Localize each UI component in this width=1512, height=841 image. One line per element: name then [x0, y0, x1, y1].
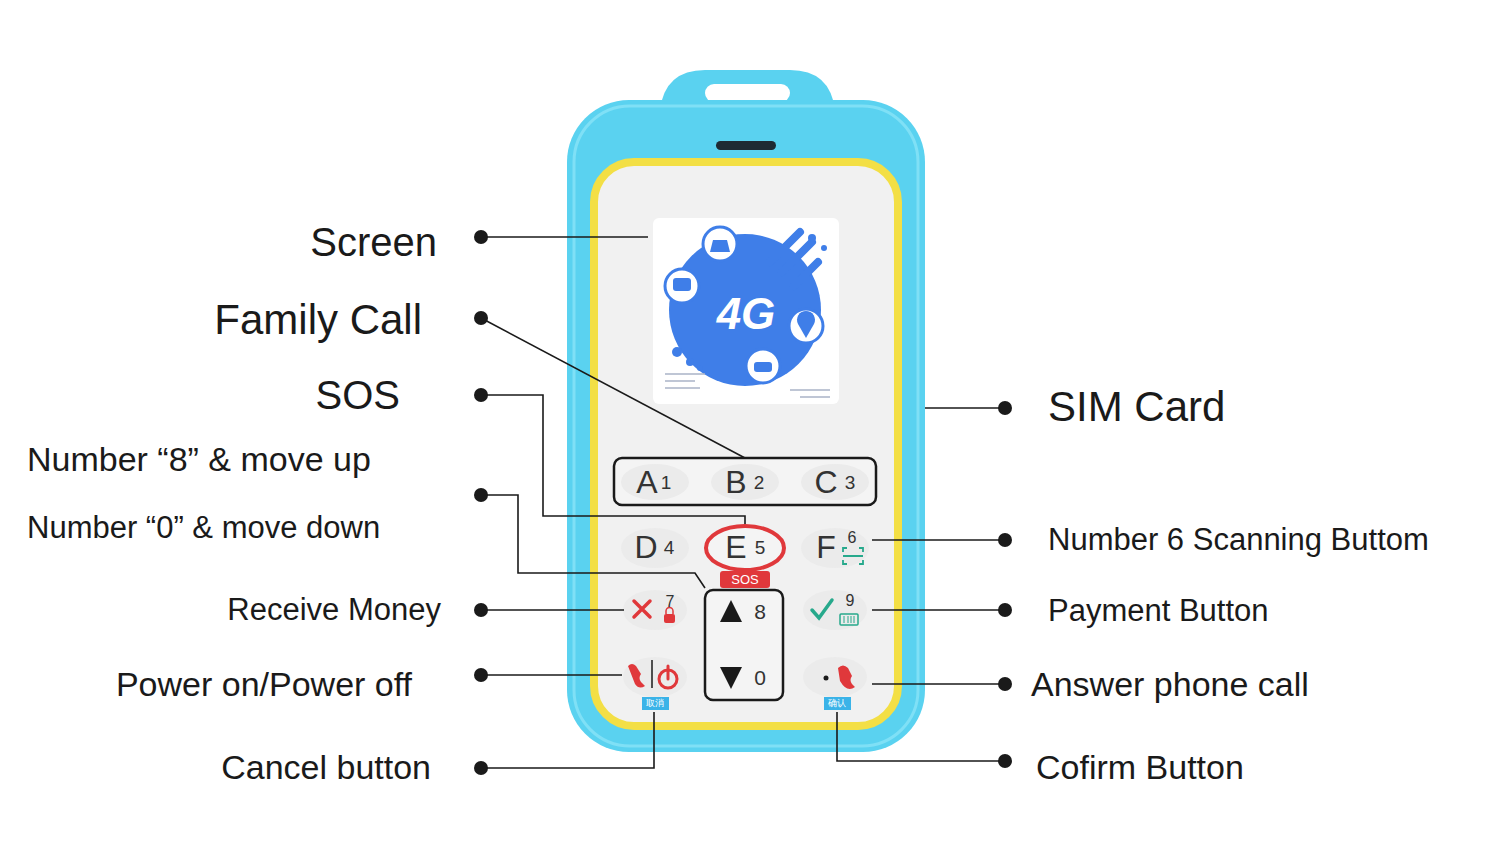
payment-check	[812, 600, 832, 618]
answer-icon	[838, 666, 855, 690]
key-digit: 9	[846, 592, 855, 610]
callout-label: Number “0” & move down	[27, 511, 380, 545]
hangup-icon	[628, 664, 645, 688]
key-letter: C	[814, 465, 837, 500]
callout-label: SIM Card	[1048, 384, 1225, 430]
lanyard-hole	[705, 84, 790, 102]
callout-label: SOS	[316, 373, 400, 417]
cancel-tag-text: 取消	[646, 699, 664, 709]
key-digit: 4	[664, 538, 675, 559]
speaker-slot	[716, 141, 776, 150]
key-digit: 1	[661, 473, 672, 494]
nav-keys	[705, 590, 783, 700]
callout-label: Cancel button	[221, 749, 431, 786]
signal-stripes	[770, 232, 818, 286]
key-digit: 2	[754, 473, 765, 494]
screen	[653, 218, 839, 404]
answer-dot	[824, 676, 829, 681]
callout-label: Number 6 Scanning Buttom	[1048, 523, 1429, 557]
up-arrow	[720, 600, 742, 622]
callout-label: Cofirm Button	[1036, 749, 1244, 786]
callout-label: Family Call	[214, 297, 422, 343]
key-letter: B	[725, 465, 746, 500]
scan-icon	[843, 548, 863, 564]
sos-tag	[720, 571, 770, 588]
key-digit: 5	[755, 538, 766, 559]
callout-label: Receive Money	[227, 593, 441, 627]
screen-logo: 4G	[717, 290, 776, 338]
key-digit: 0	[754, 666, 766, 689]
key-digit: 6	[848, 529, 857, 547]
barcode-icon	[840, 614, 858, 625]
leader-dots	[474, 230, 1012, 775]
sos-tag-text: SOS	[731, 573, 758, 587]
confirm-tag	[824, 697, 851, 710]
family-call-row	[614, 458, 876, 505]
key-letter: E	[725, 530, 746, 565]
location-icon	[789, 309, 823, 343]
key-digit: 3	[845, 473, 856, 494]
face-panel	[594, 162, 898, 726]
phone-icon	[746, 349, 780, 383]
callout-label: Number “8” & move up	[27, 441, 371, 478]
receive-money-x	[634, 601, 650, 617]
cancel-tag	[642, 697, 669, 710]
callout-label: Payment Button	[1048, 594, 1269, 628]
housing-highlight	[574, 106, 918, 746]
lock-icon	[664, 614, 675, 623]
key-digit: 7	[666, 593, 675, 611]
callout-label: Answer phone call	[1031, 666, 1309, 703]
phone-housing	[567, 100, 925, 752]
leader-lines	[481, 237, 1005, 768]
confirm-tag-text: 确认	[828, 699, 846, 709]
money-icon	[703, 227, 737, 261]
key-digit: 8	[754, 600, 766, 623]
callout-label: Power on/Power off	[116, 666, 412, 703]
key-letter: F	[816, 530, 836, 565]
key-letter: D	[634, 530, 657, 565]
down-arrow	[720, 667, 742, 689]
callout-label: Screen	[310, 220, 437, 264]
key-letter: A	[636, 465, 657, 500]
sos-key-ring	[706, 526, 784, 570]
message-icon	[665, 269, 699, 303]
